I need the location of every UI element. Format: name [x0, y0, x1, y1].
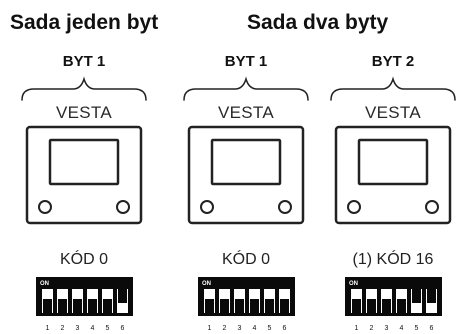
display-screen [48, 138, 120, 186]
dip-knob-5 [412, 289, 421, 303]
dip-knob-4 [88, 299, 97, 313]
heading-single-apartment: Sada jeden byt [10, 11, 158, 34]
dip-knob-3 [382, 299, 391, 313]
dip-number-2: 2 [370, 325, 374, 332]
brand-label: VESTA [56, 103, 112, 122]
dip-knob-1 [205, 299, 214, 313]
button-right-icon [425, 200, 439, 214]
button-right-icon [278, 200, 292, 214]
unit-2: BYT 1 VESTA KÓD 0 ON 1 2 3 4 5 6 [183, 53, 309, 332]
dip-on-label: ON [349, 281, 358, 287]
dip-number-2: 2 [61, 325, 65, 332]
dip-number-1: 1 [46, 325, 50, 332]
dip-number-1: 1 [355, 325, 359, 332]
dip-knob-4 [250, 299, 259, 313]
dip-knob-3 [235, 299, 244, 313]
code-label: (1) KÓD 16 [353, 249, 434, 268]
heading-two-apartments: Sada dva byty [247, 11, 389, 34]
dip-knob-5 [103, 299, 112, 313]
units: BYT 1 VESTA KÓD 0 ON 1 2 3 4 5 6 BYT 1 VESTA KÓD 0 ON… [21, 53, 456, 332]
dip-number-6: 6 [121, 325, 125, 332]
brand-label: VESTA [365, 103, 421, 122]
button-right-icon [116, 200, 130, 214]
button-left-icon [38, 200, 52, 214]
dip-knob-2 [58, 299, 67, 313]
dip-number-2: 2 [223, 325, 227, 332]
unit-3: BYT 2 VESTA (1) KÓD 16 ON 1 2 3 4 5 6 [330, 53, 456, 332]
dip-knob-3 [73, 299, 82, 313]
dip-number-3: 3 [238, 325, 242, 332]
dip-number-3: 3 [76, 325, 80, 332]
apartment-label: BYT 1 [225, 53, 268, 70]
dip-knob-2 [367, 299, 376, 313]
dip-knob-2 [220, 299, 229, 313]
dip-number-1: 1 [208, 325, 212, 332]
dip-knob-6 [427, 289, 436, 303]
unit-1: BYT 1 VESTA KÓD 0 ON 1 2 3 4 5 6 [21, 53, 147, 332]
dip-number-4: 4 [253, 325, 257, 332]
dip-knob-4 [397, 299, 406, 313]
dip-on-label: ON [40, 281, 49, 287]
dip-knob-5 [265, 299, 274, 313]
display-screen [357, 138, 429, 186]
dip-number-5: 5 [106, 325, 110, 332]
dip-switch: ON [345, 277, 442, 316]
dip-number-5: 5 [415, 325, 419, 332]
dip-switch: ON [36, 277, 133, 316]
brand-label: VESTA [218, 103, 274, 122]
dip-switch: ON [198, 277, 295, 316]
dip-number-4: 4 [400, 325, 404, 332]
dip-knob-6 [280, 299, 289, 313]
dip-number-6: 6 [283, 325, 287, 332]
dip-on-label: ON [202, 281, 211, 287]
code-label: KÓD 0 [60, 249, 108, 268]
brace [21, 76, 147, 101]
button-left-icon [347, 200, 361, 214]
apartment-label: BYT 1 [63, 53, 106, 70]
button-left-icon [200, 200, 214, 214]
dip-number-6: 6 [430, 325, 434, 332]
dip-number-5: 5 [268, 325, 272, 332]
apartment-label: BYT 2 [372, 53, 415, 70]
dip-knob-1 [43, 299, 52, 313]
display-screen [210, 138, 282, 186]
dip-number-4: 4 [91, 325, 95, 332]
dip-knob-1 [352, 299, 361, 313]
brace [330, 76, 456, 101]
dip-knob-6 [118, 289, 127, 303]
dip-number-3: 3 [385, 325, 389, 332]
code-label: KÓD 0 [222, 249, 270, 268]
brace [183, 76, 309, 101]
